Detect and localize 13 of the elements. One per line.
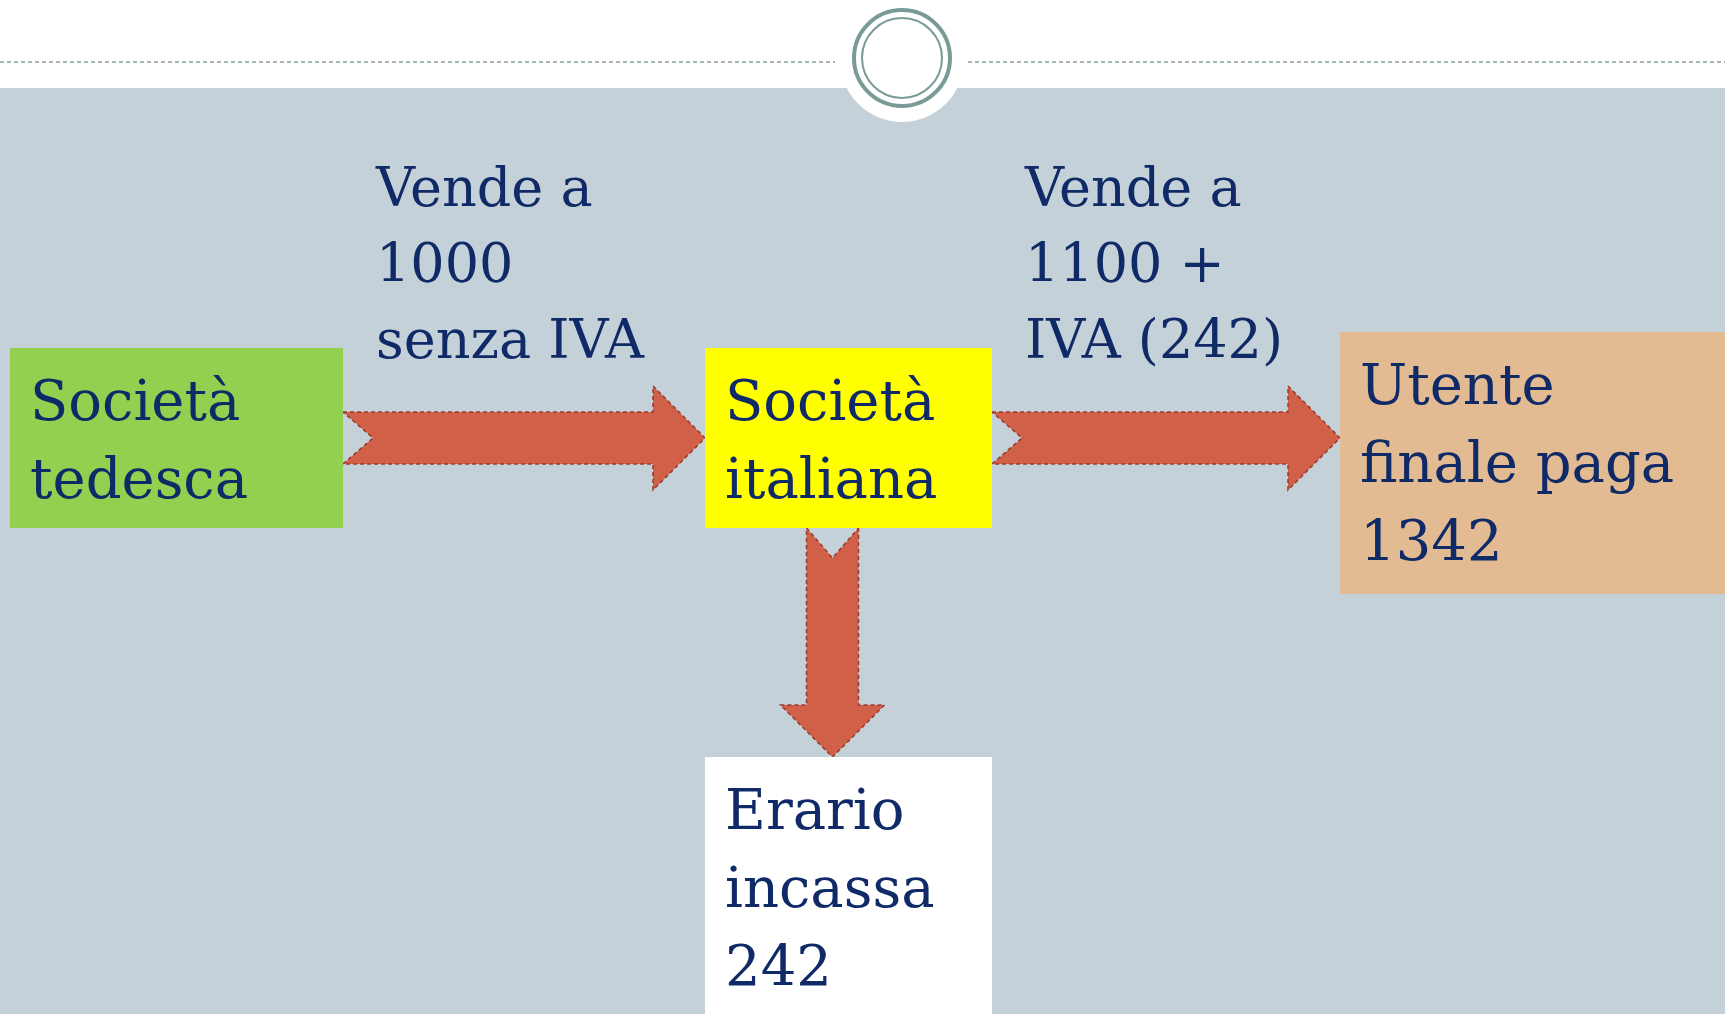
process-box: [705, 348, 992, 528]
process-box: [1340, 332, 1725, 594]
block-arrow: [990, 384, 1342, 492]
box-text: Utente finale paga 1342: [1360, 351, 1676, 575]
block-arrow: [778, 526, 887, 759]
box-text: Società italiana: [725, 367, 939, 513]
box-text: Società tedesca: [30, 367, 250, 513]
edge-label: Vende a 1000 senza IVA: [376, 155, 646, 373]
block-arrow: [341, 384, 707, 492]
edge-label: Vende a 1100 + IVA (242): [1025, 155, 1285, 373]
process-box: [705, 757, 992, 1014]
process-box: [10, 348, 343, 528]
box-text: Erario incassa 242: [725, 776, 936, 1000]
